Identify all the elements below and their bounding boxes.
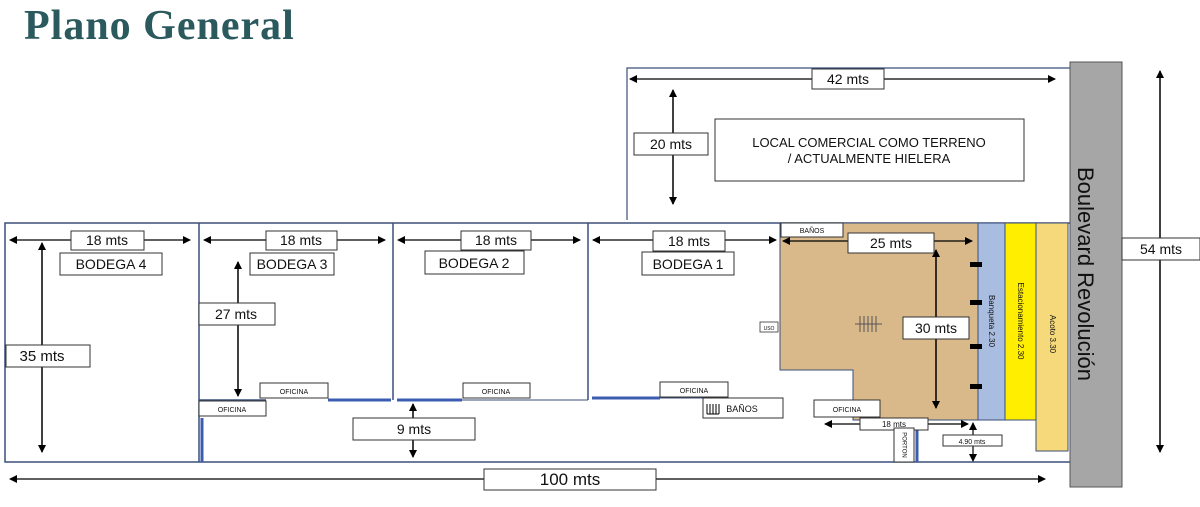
- svg-text:20 mts: 20 mts: [650, 136, 692, 152]
- banqueta-tick: [970, 300, 982, 305]
- label-35-mts: 35 mts: [5, 344, 91, 368]
- label-bodega-3: BODEGA 3: [249, 252, 335, 276]
- label-bodega3-width: 18 mts: [265, 230, 338, 251]
- label-banos-bottom: BAÑOS: [702, 397, 784, 419]
- svg-text:30 mts: 30 mts: [915, 320, 957, 336]
- svg-text:18 mts: 18 mts: [86, 232, 128, 248]
- label-490-mts: 4.90 mts: [942, 434, 1003, 447]
- svg-text:BODEGA 4: BODEGA 4: [76, 256, 147, 272]
- svg-text:BAÑOS: BAÑOS: [800, 226, 825, 235]
- svg-text:LOCAL COMERCIAL COMO TERRENO: LOCAL COMERCIAL COMO TERRENO: [752, 135, 986, 150]
- label-20-mts: 20 mts: [633, 132, 709, 156]
- svg-text:18 mts: 18 mts: [280, 232, 322, 248]
- svg-text:OFICINA: OFICINA: [218, 407, 247, 414]
- svg-text:USO: USO: [764, 326, 775, 332]
- label-30-mts: 30 mts: [902, 316, 970, 340]
- label-bodega4-width: 18 mts: [70, 230, 145, 251]
- svg-text:18 mts: 18 mts: [668, 233, 710, 249]
- label-porton: PORTON: [893, 427, 915, 463]
- svg-text:4.90 mts: 4.90 mts: [959, 439, 986, 446]
- svg-text:BAÑOS: BAÑOS: [726, 404, 758, 414]
- label-oficina-bodega3-left: OFICINA: [198, 400, 267, 417]
- label-bodega-2: BODEGA 2: [424, 250, 525, 275]
- label-uso: USO: [759, 321, 779, 333]
- svg-text:18 mts: 18 mts: [882, 420, 906, 429]
- label-bodega2-width: 18 mts: [460, 230, 532, 251]
- label-oficina-nave: OFICINA: [813, 399, 881, 418]
- label-oficina-bodega1: OFICINA: [659, 381, 729, 398]
- label-54-mts: 54 mts: [1121, 237, 1200, 261]
- estacionamiento-label: Estacionamiento 2.30: [1016, 283, 1025, 360]
- boulevard-name: Boulevard Revolución: [1073, 167, 1098, 381]
- svg-text:OFICINA: OFICINA: [833, 407, 862, 414]
- banqueta-strip: [977, 222, 1006, 421]
- svg-text:/ ACTUALMENTE HIELERA: / ACTUALMENTE HIELERA: [788, 151, 951, 166]
- label-27-mts: 27 mts: [198, 302, 276, 326]
- banqueta-tick: [970, 262, 982, 267]
- label-25-mts: 25 mts: [847, 232, 935, 254]
- estacionamiento-strip: [1004, 222, 1037, 421]
- label-9-mts: 9 mts: [352, 417, 476, 441]
- svg-text:9 mts: 9 mts: [397, 421, 431, 437]
- svg-text:OFICINA: OFICINA: [482, 389, 511, 396]
- svg-text:100 mts: 100 mts: [540, 470, 600, 489]
- label-bodega1-width: 18 mts: [652, 230, 726, 252]
- label-100-mts: 100 mts: [483, 468, 657, 491]
- acotamiento-label: Acoto 3.30: [1048, 315, 1057, 354]
- label-bodega-1: BODEGA 1: [641, 251, 735, 276]
- label-local-comercial: LOCAL COMERCIAL COMO TERRENO / ACTUALMEN…: [714, 118, 1025, 182]
- label-oficina-bodega3: OFICINA: [259, 382, 329, 399]
- label-bodega-4: BODEGA 4: [59, 252, 163, 276]
- svg-text:BODEGA 3: BODEGA 3: [257, 256, 328, 272]
- svg-text:35 mts: 35 mts: [19, 348, 64, 365]
- svg-text:OFICINA: OFICINA: [680, 388, 709, 395]
- svg-text:BODEGA 2: BODEGA 2: [439, 255, 510, 271]
- page-title: Plano General: [24, 3, 295, 49]
- svg-text:54 mts: 54 mts: [1140, 241, 1182, 257]
- radiator-icon: [855, 316, 882, 332]
- svg-text:42 mts: 42 mts: [827, 71, 869, 87]
- banqueta-label: Banqueta 2.30: [987, 295, 996, 348]
- label-banos-top: BAÑOS: [780, 222, 844, 238]
- banqueta-tick: [970, 344, 982, 349]
- boulevard-road: [1069, 61, 1123, 488]
- banqueta-tick: [970, 384, 982, 389]
- svg-text:27 mts: 27 mts: [215, 306, 257, 322]
- svg-text:PORTON: PORTON: [900, 432, 906, 457]
- acotamiento-strip: [1035, 222, 1069, 452]
- svg-text:OFICINA: OFICINA: [280, 389, 309, 396]
- label-42-mts: 42 mts: [811, 68, 885, 90]
- label-oficina-bodega2: OFICINA: [462, 382, 531, 399]
- svg-text:25 mts: 25 mts: [870, 235, 912, 251]
- svg-text:18 mts: 18 mts: [475, 232, 517, 248]
- svg-text:BODEGA 1: BODEGA 1: [653, 256, 724, 272]
